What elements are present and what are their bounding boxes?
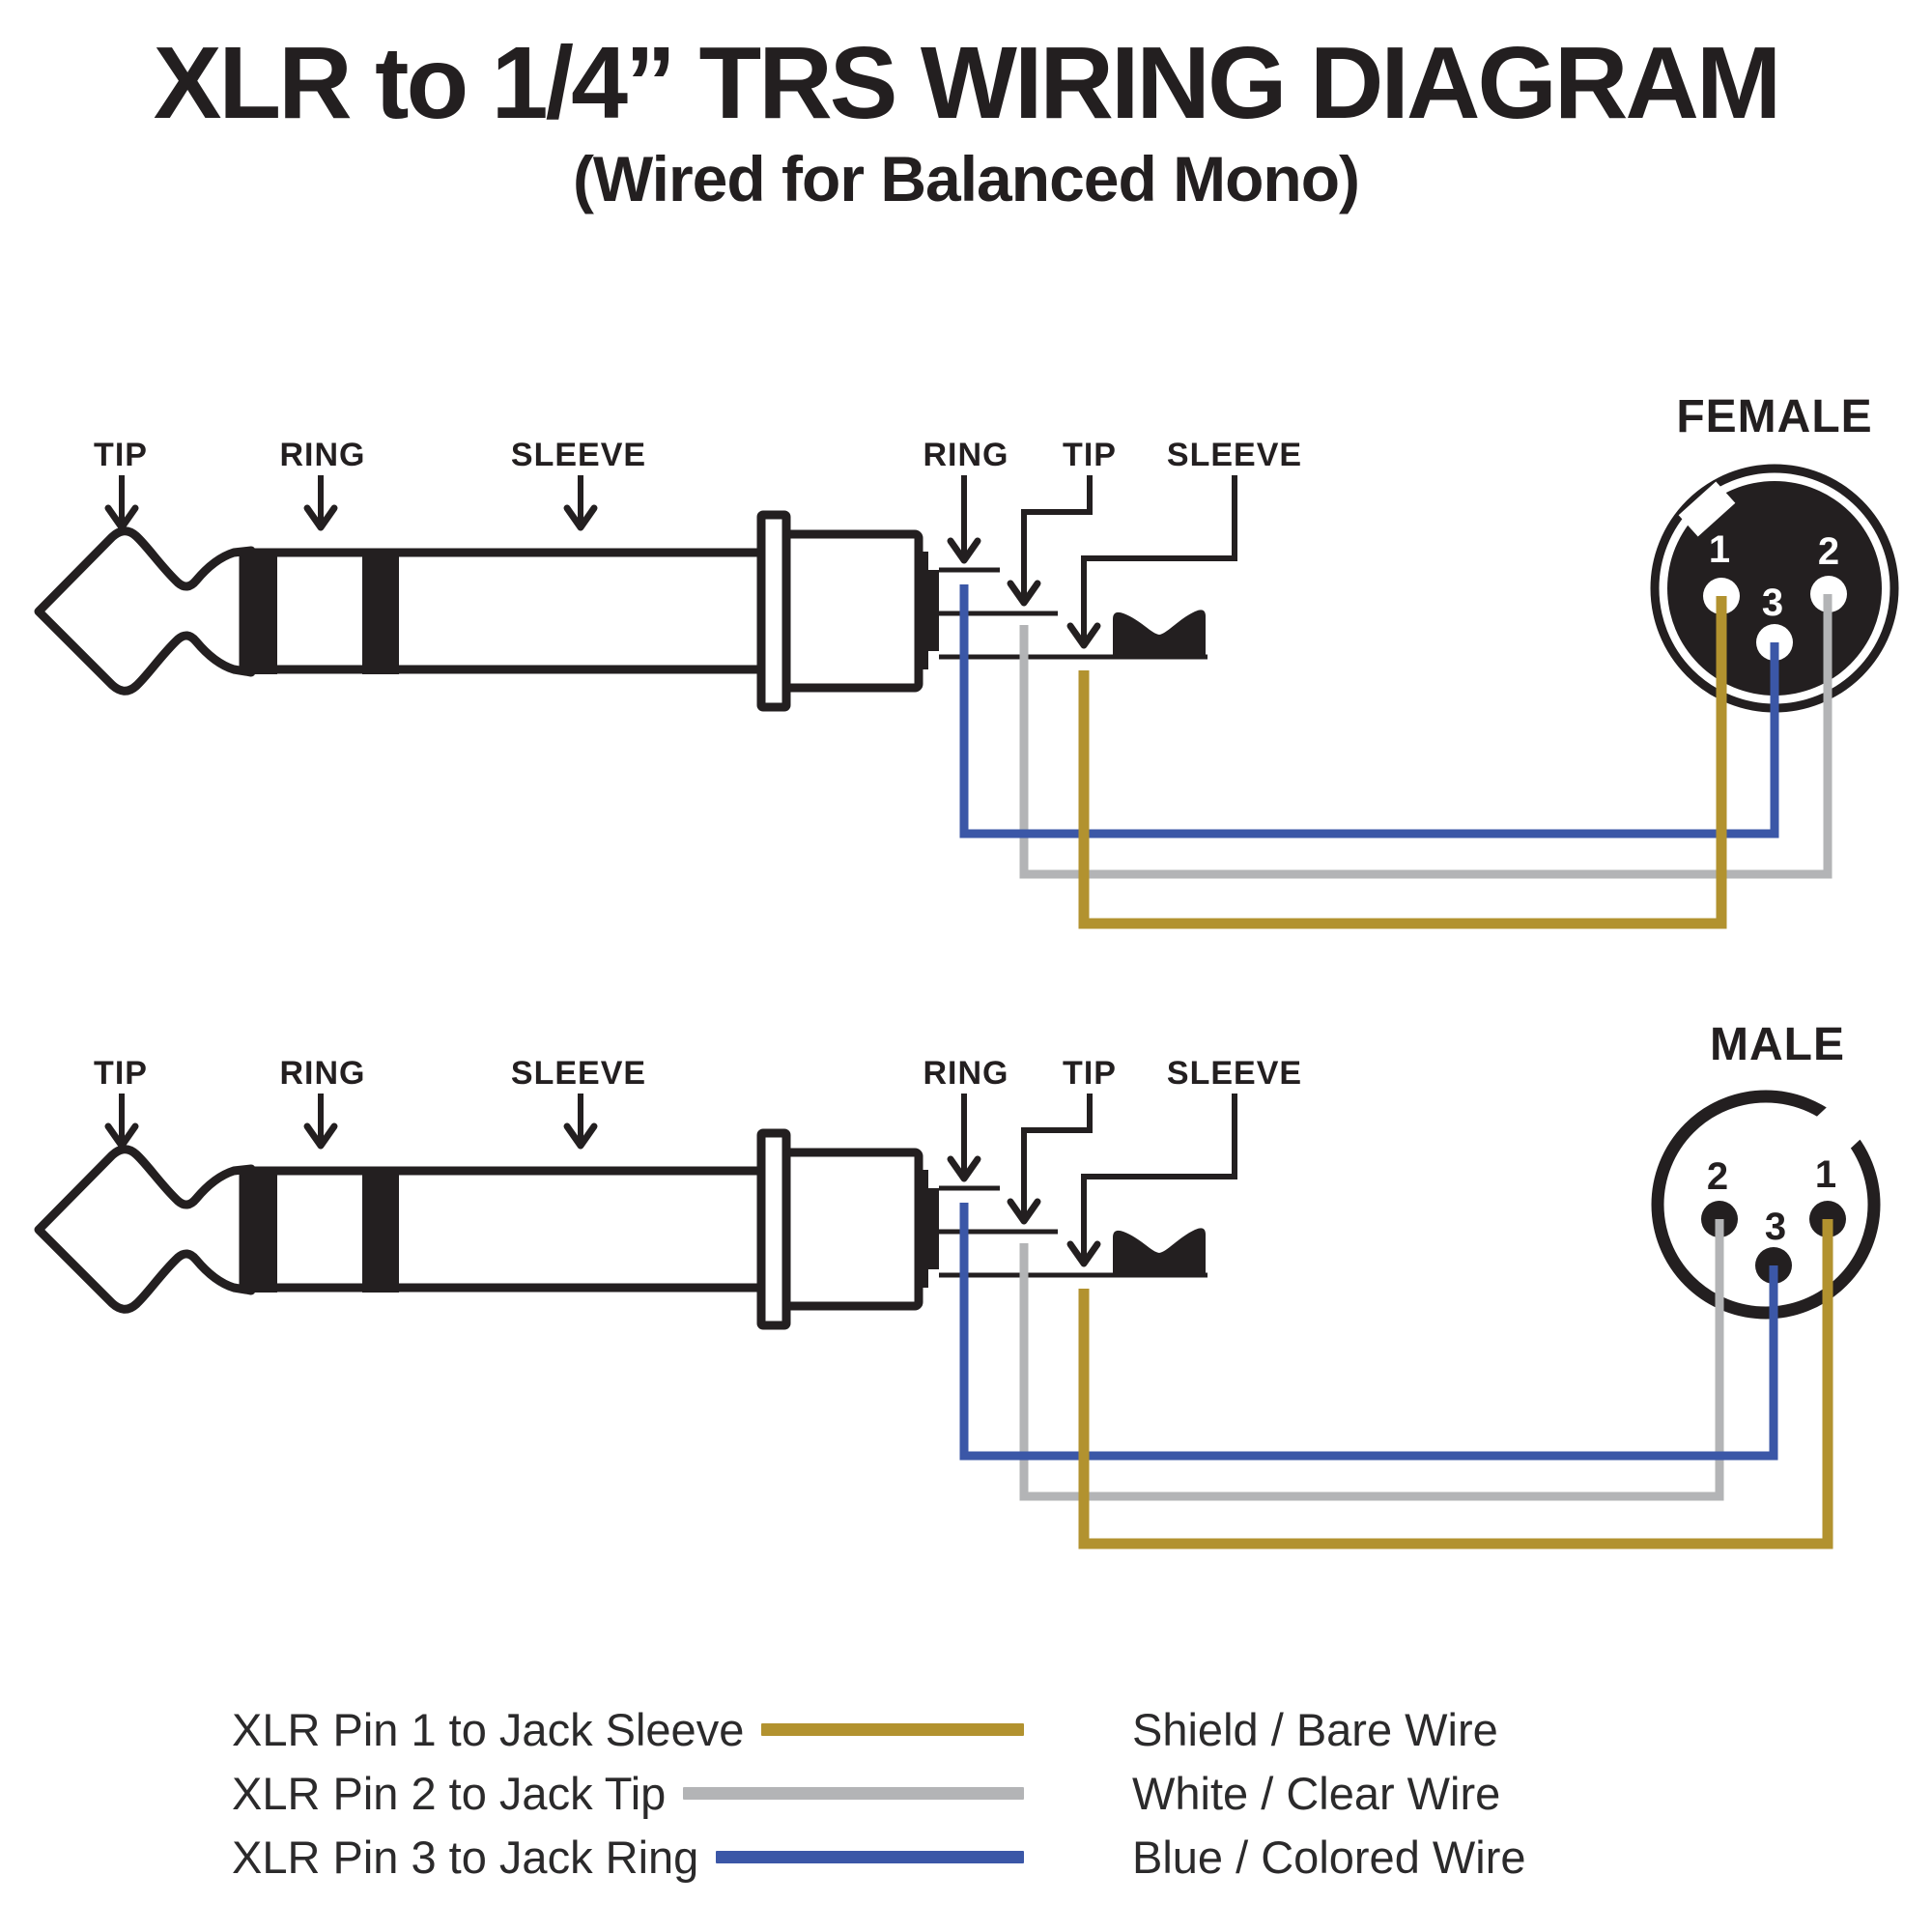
legend-row-pin3: XLR Pin 3 to Jack Ring Blue / Colored Wi… <box>232 1825 1700 1889</box>
legend-label: XLR Pin 1 to Jack Sleeve <box>232 1703 745 1755</box>
jack-band-1 <box>240 549 277 674</box>
legend-row-pin2: XLR Pin 2 to Jack Tip White / Clear Wire <box>232 1761 1700 1825</box>
male-pin-3-number: 3 <box>1765 1206 1786 1248</box>
terminal-sleeve-label: SLEEVE <box>1167 437 1302 473</box>
blue-wire-ring-to-pin3 <box>959 584 1779 838</box>
terminal-tip-arrow <box>1007 475 1093 607</box>
legend-wire-name: Blue / Colored Wire <box>1132 1831 1526 1883</box>
male-pin-1-number: 1 <box>1815 1153 1836 1196</box>
page-subtitle: (Wired for Balanced Mono) <box>572 142 1360 214</box>
blue-wire-ring-to-pin3 <box>959 1203 1778 1461</box>
ring-label: RING <box>280 437 366 473</box>
legend-label: XLR Pin 2 to Jack Tip <box>232 1767 667 1819</box>
shield-wire-sleeve-to-pin1 <box>1078 596 1727 929</box>
legend-wire-name: Shield / Bare Wire <box>1132 1703 1498 1755</box>
jack-sleeve-barrel <box>239 548 768 674</box>
white-wire-swatch <box>683 1786 1024 1800</box>
jack-back-piece <box>919 552 939 669</box>
legend-wire-name: White / Clear Wire <box>1132 1767 1501 1819</box>
male-label: MALE <box>1710 1019 1845 1070</box>
trs-jack-top: TIP RING SLEEVE RING TIP SLEEVE <box>34 437 1302 712</box>
wires-top <box>959 584 1833 929</box>
white-wire-tip-to-pin2 <box>1019 1219 1724 1501</box>
female-pin-3-number: 3 <box>1762 582 1783 624</box>
sleeve-solder-lug <box>1113 610 1206 655</box>
terminal-tip-label: TIP <box>1063 437 1117 473</box>
jack-body <box>781 529 923 693</box>
xlr-male: MALE 2 1 3 <box>1651 1019 1881 1320</box>
header: XLR to 1/4” TRS WIRING DIAGRAM (Wired fo… <box>0 27 1932 213</box>
tip-label: TIP <box>94 437 148 473</box>
jack-band-2 <box>362 549 399 674</box>
terminal-ring-label: RING <box>923 437 1009 473</box>
legend: XLR Pin 1 to Jack Sleeve Shield / Bare W… <box>232 1697 1700 1889</box>
female-label: FEMALE <box>1676 391 1872 442</box>
legend-label: XLR Pin 3 to Jack Ring <box>232 1831 699 1883</box>
female-keyway-notch <box>1678 481 1736 537</box>
wires-bottom <box>959 1203 1833 1549</box>
shield-wire-swatch <box>761 1722 1024 1736</box>
male-pin-2-number: 2 <box>1707 1155 1728 1198</box>
legend-row-pin1: XLR Pin 1 to Jack Sleeve Shield / Bare W… <box>232 1697 1700 1761</box>
blue-wire-swatch <box>716 1850 1024 1863</box>
trs-jack-bottom <box>39 1055 1302 1325</box>
female-pin-1-number: 1 <box>1709 528 1730 571</box>
sleeve-label: SLEEVE <box>511 437 646 473</box>
shield-wire-sleeve-to-pin1 <box>1078 1219 1833 1549</box>
page-title: XLR to 1/4” TRS WIRING DIAGRAM <box>153 26 1782 140</box>
white-wire-tip-to-pin2 <box>1019 594 1833 879</box>
male-keyway-notch <box>1815 1100 1865 1152</box>
terminal-sleeve-arrow <box>1066 475 1237 649</box>
male-outline <box>1651 1090 1881 1320</box>
jack-tip-shape <box>34 526 256 696</box>
female-pin-2-number: 2 <box>1818 530 1839 573</box>
